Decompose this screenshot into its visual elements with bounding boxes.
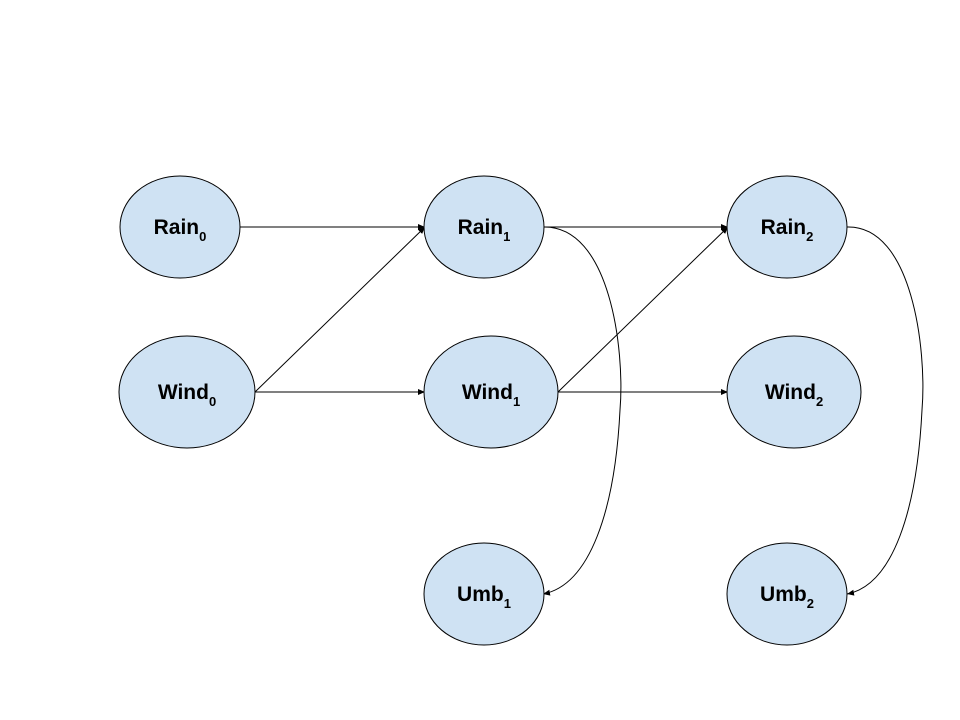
node-rain2: Rain2 bbox=[726, 175, 848, 279]
node-rain1: Rain1 bbox=[423, 175, 545, 279]
node-umb1-shape bbox=[423, 542, 545, 646]
node-wind0-label: Wind0 bbox=[158, 381, 216, 409]
node-wind0: Wind0 bbox=[118, 335, 256, 449]
edge-rain2-umb2 bbox=[846, 226, 924, 596]
edges bbox=[240, 224, 924, 596]
edge-wind1-rain2 bbox=[557, 226, 729, 393]
node-wind1: Wind1 bbox=[423, 335, 559, 449]
edge-wind0-rain1 bbox=[254, 226, 426, 393]
node-wind2-label: Wind2 bbox=[765, 381, 823, 409]
node-umb1: Umb1 bbox=[423, 542, 545, 646]
node-rain1-shape bbox=[423, 175, 545, 279]
node-rain1-label: Rain1 bbox=[458, 216, 511, 244]
node-rain0-label: Rain0 bbox=[154, 216, 207, 244]
node-umb1-label: Umb1 bbox=[457, 583, 511, 611]
node-umb2: Umb2 bbox=[726, 542, 848, 646]
node-wind0-shape bbox=[118, 335, 256, 449]
node-wind2-shape bbox=[726, 335, 862, 449]
node-wind1-shape bbox=[423, 335, 559, 449]
node-umb2-shape bbox=[726, 542, 848, 646]
edge-rain1-umb1 bbox=[542, 226, 622, 596]
node-rain2-label: Rain2 bbox=[761, 216, 814, 244]
node-rain0-shape bbox=[119, 175, 241, 279]
node-rain0: Rain0 bbox=[119, 175, 241, 279]
node-rain2-shape bbox=[726, 175, 848, 279]
node-umb2-label: Umb2 bbox=[760, 583, 814, 611]
node-wind1-label: Wind1 bbox=[462, 381, 520, 409]
node-wind2: Wind2 bbox=[726, 335, 862, 449]
